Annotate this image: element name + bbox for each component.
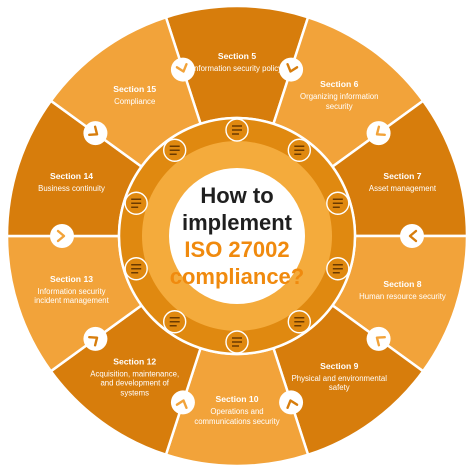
connector-chevron-7-icon [88,335,99,347]
center-title-line3: ISO 27002 [184,237,290,262]
segment-description: Operations and communications security [194,407,280,426]
handshake-shield-icon [162,310,187,334]
center-title-line4: compliance? [169,264,305,289]
chat-bubbles-icon [225,330,249,354]
segment-description: Asset management [368,183,437,193]
warning-triangle-icon [124,257,148,281]
head-shield-icon [287,310,312,334]
icon-glyph [232,125,242,135]
segment-label-6: Section 10 Operations and communications … [189,394,285,426]
segment-label-3: Section 7 Asset management [354,171,450,194]
segment-title: Section 10 [215,394,259,404]
icon-outline [326,191,350,215]
icon-glyph [131,264,142,274]
connector-circle-3 [400,224,424,248]
segment-title: Section 9 [320,360,359,371]
chevron-icon [175,399,188,409]
icon-glyph [332,198,343,208]
icon-glyph [294,145,305,155]
icon-glyph [169,317,180,327]
connector-chevron-5-icon [286,399,299,409]
segment-description: Compliance [114,96,156,106]
continuity-cycle-icon [124,191,148,215]
chevron-icon [88,125,99,137]
segment-description: Human resource security [359,291,446,301]
icon-glyph [169,145,180,155]
connector-circle-8 [50,224,74,248]
connector-circle-10 [170,57,195,82]
connector-circle-4 [366,326,391,351]
segment-title: Section 8 [383,278,422,289]
segment-description: Organizing information security [300,92,379,111]
segment-title: Section 15 [113,83,157,94]
segment-label-5: Section 9 Physical and environmental safe… [291,361,387,393]
icon-outline [287,138,312,162]
segment-title: Section 5 [217,50,257,61]
segment-label-1: Section 5 Information security policy [189,51,285,74]
icon-outline [124,191,148,215]
icon-outline [225,118,249,142]
organization-network-icon [287,138,312,162]
segment-description: Business continuity [38,183,105,193]
icon-outline [287,310,312,334]
connector-chevron-2-icon [375,125,386,137]
segment-label-2: Section 6 Organizing information security [291,79,387,111]
chevron-icon [286,63,299,73]
connector-circle-5 [279,390,304,415]
icon-glyph [232,337,242,347]
center-title-line2: implement [181,210,293,235]
icon-glyph [294,317,305,327]
icon-glyph [131,198,142,208]
chevron-icon [56,229,66,243]
segment-label-4: Section 8 Human resource security [354,279,450,302]
icon-outline [225,330,249,354]
center-circle [169,168,305,304]
segment-label-8: Section 13 Information security incident … [24,274,120,306]
chevron-icon [408,229,418,243]
segment-description: Information security policy [191,63,283,73]
segment-label-9: Section 14 Business continuity [24,171,120,194]
connector-circle-2 [366,121,391,146]
chevron-icon [375,335,386,347]
checklist-document-icon [225,118,249,142]
segment-description: Physical and environmental safety [291,373,387,393]
segment-title: Section 6 [320,79,359,90]
segment-description: Information security incident management [34,286,109,306]
segment-description: Acquisition, maintenance, and developmen… [90,369,180,398]
connector-chevron-1-icon [286,63,299,73]
connector-chevron-4-icon [375,335,386,347]
connector-chevron-10-icon [175,63,188,73]
segment-title: Section 14 [50,170,94,181]
chevron-icon [88,335,99,347]
connector-chevron-3-icon [408,229,418,243]
icon-outline [326,257,350,281]
center-title: How to implement ISO 27002 compliance? [162,182,312,290]
segment-title: Section 12 [113,356,157,367]
chevron-icon [175,63,188,73]
chevron-icon [286,399,299,409]
segment-title: Section 7 [383,170,422,181]
connector-circle-9 [83,121,108,146]
chevron-icon [375,125,386,137]
connector-circle-1 [279,57,304,82]
connector-chevron-8-icon [56,229,66,243]
icon-outline [162,138,187,162]
connector-chevron-6-icon [175,399,188,409]
segment-label-10: Section 15 Compliance [87,84,183,107]
segment-title: Section 13 [50,273,94,284]
icon-glyph [332,264,343,274]
clipboard-check-icon [162,138,187,162]
center-title-line1: How to [200,183,274,208]
asset-cycle-icon [326,191,350,215]
connector-circle-7 [83,326,108,351]
segment-label-7: Section 12 Acquisition, maintenance, and … [87,356,183,398]
connector-chevron-9-icon [88,125,99,137]
connector-circle-6 [170,390,195,415]
icon-outline [162,310,187,334]
user-shield-icon [326,257,350,281]
icon-outline [124,257,148,281]
